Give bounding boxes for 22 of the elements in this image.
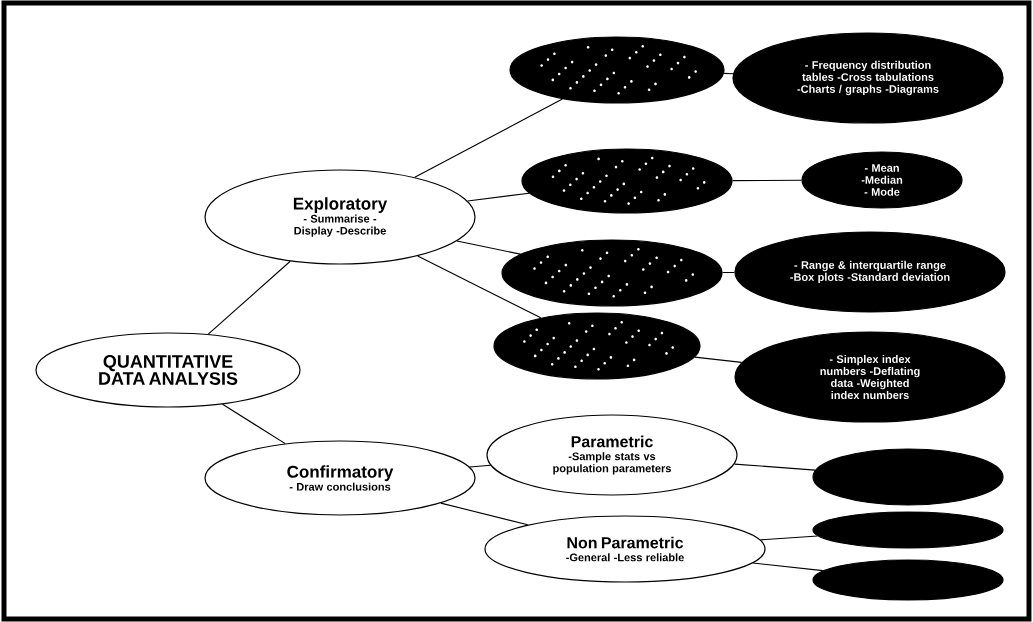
filled-ellipse xyxy=(812,448,1004,506)
connector-line xyxy=(733,463,816,471)
connector-line xyxy=(467,192,530,202)
connector-line xyxy=(207,260,291,335)
connector-line xyxy=(722,271,735,274)
connector-line xyxy=(723,72,734,75)
connector-line xyxy=(440,502,529,526)
speckled-ellipse xyxy=(501,239,723,307)
speckled-ellipse xyxy=(493,312,701,380)
filled-ellipse xyxy=(812,511,1004,549)
connector-line xyxy=(456,240,521,255)
connector-line xyxy=(469,464,492,468)
speckled-ellipse xyxy=(509,36,725,104)
connector-line xyxy=(417,255,542,319)
connector-line xyxy=(759,535,819,541)
connector-line xyxy=(694,356,743,363)
connector-line xyxy=(732,179,802,182)
connector-line xyxy=(414,98,563,178)
filled-ellipse xyxy=(812,559,1004,601)
speckled-ellipse xyxy=(521,148,733,214)
connector-line xyxy=(222,403,286,445)
connector-line xyxy=(752,562,824,572)
